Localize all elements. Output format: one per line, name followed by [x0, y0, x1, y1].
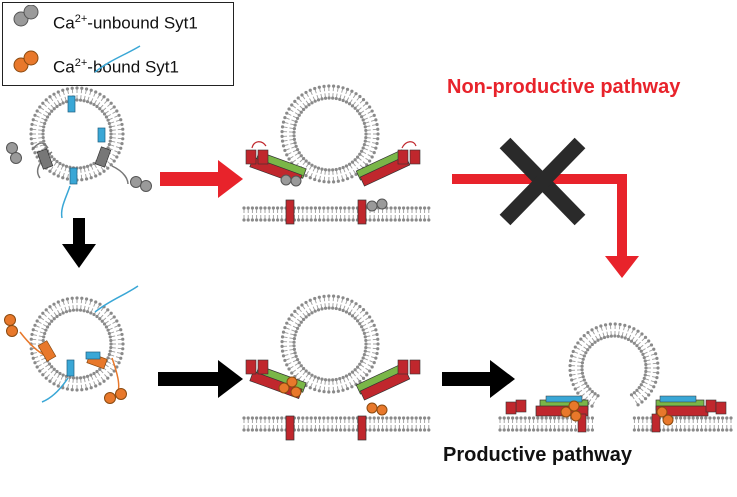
vesicle-free-bound	[29, 296, 125, 392]
membrane-top	[242, 206, 431, 222]
docked-complex-unbound	[245, 141, 421, 225]
non-productive-pathway-label: Non-productive pathway	[447, 76, 681, 98]
cross-icon	[499, 137, 586, 226]
productive-pathway-label: Productive pathway	[443, 444, 632, 466]
vesicles	[29, 84, 660, 408]
fusion-complex	[505, 395, 727, 433]
docked-complex-bound	[245, 359, 421, 441]
bound-ca-icon	[23, 50, 39, 66]
arrow-black-right-2	[442, 360, 515, 398]
vesicle-docked-bound	[280, 294, 380, 394]
legend-unbound-label: Ca2+-unbound Syt1	[53, 13, 198, 33]
free-vesicle-bound-details	[4, 285, 139, 404]
arrow-black-down	[62, 218, 96, 268]
plasma-membranes	[242, 206, 733, 432]
free-vesicle-unbound-details	[6, 45, 152, 219]
vesicle-docked-unbound	[280, 84, 380, 184]
legend: Ca2+-unbound Syt1 Ca2+-bound Syt1	[2, 2, 234, 86]
legend-icons	[13, 5, 39, 73]
unbound-ca-icon	[23, 5, 39, 20]
membrane-fusion	[498, 416, 733, 432]
vesicle-fusing	[568, 322, 660, 408]
arrow-red-right	[160, 160, 243, 198]
arrow-black-right-1	[158, 360, 243, 398]
membrane-bottom	[242, 416, 431, 432]
